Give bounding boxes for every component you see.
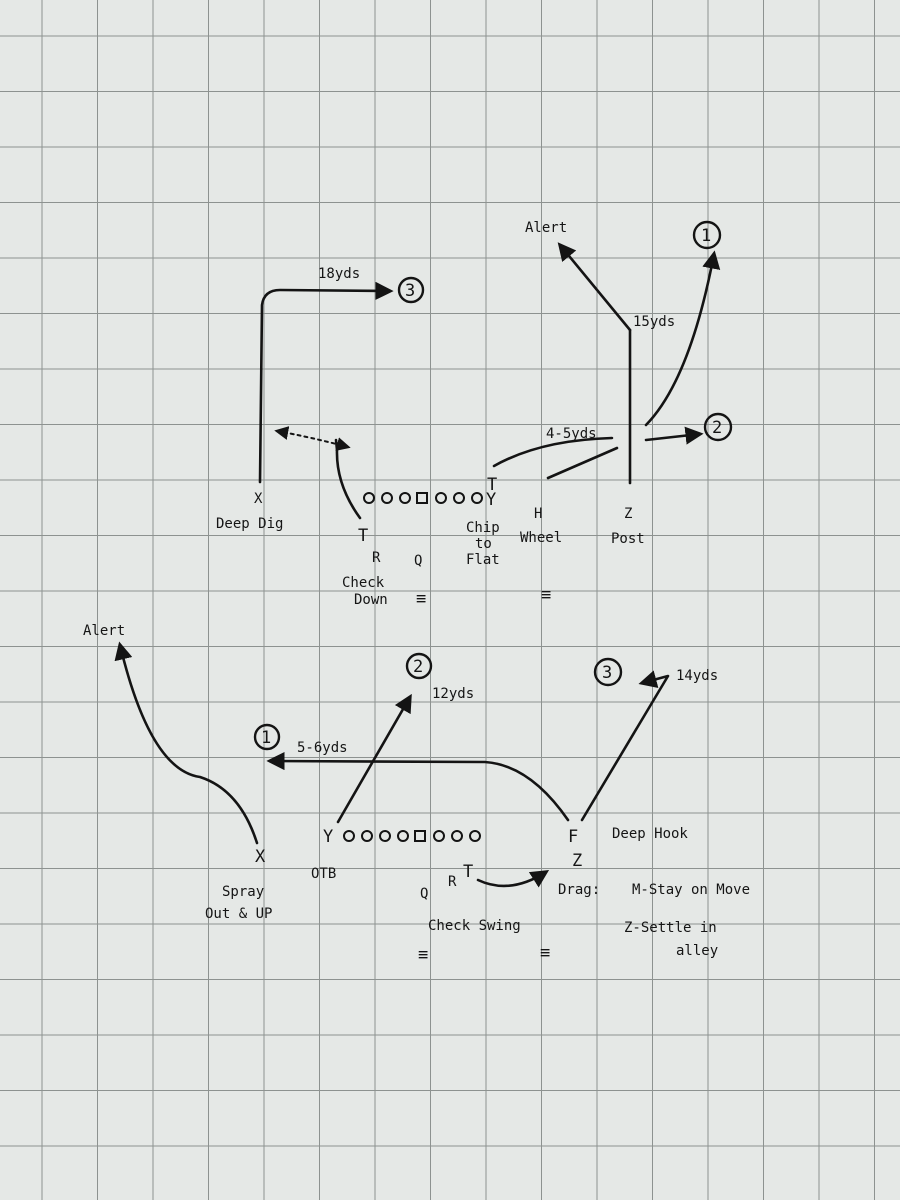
center [416,492,428,504]
motion-path [274,426,351,451]
read-3-circle [593,657,623,687]
read-1-circle [692,220,722,250]
player-z: Z [624,506,632,522]
lineman [381,492,393,504]
read-2-circle [405,652,433,680]
label-check-swing: Check Swing [428,918,521,934]
lineman [433,830,445,842]
alert-branch [557,242,632,332]
label-spray-1: Spray [222,884,264,900]
player-f: F [568,827,578,847]
read-2: 2 [712,418,722,438]
y-block-mark: T [487,475,497,495]
read-2: 2 [413,657,423,677]
r-block-mark: T [463,862,473,882]
lineman [363,492,375,504]
label-15yds: 15yds [633,314,675,330]
read-3: 3 [405,281,415,301]
label-14yds: 14yds [676,668,718,684]
label-18yds: 18yds [318,266,360,282]
label-drag: Drag: [558,882,600,898]
label-check-down-2: Down [354,592,388,608]
lineman [435,492,447,504]
label-alert: Alert [83,623,125,639]
h-wheel-route [546,446,619,480]
read-3: 3 [602,663,612,683]
offensive-line-2 [343,830,481,842]
marks-left: ≡ [418,945,428,965]
y-chip-flat-route [492,436,614,468]
read-1-circle [253,723,281,751]
x-deep-dig-route [258,281,394,484]
post-branch-1 [644,250,721,427]
label-check-down-1: Check [342,575,385,591]
z-14yds-route [580,670,670,822]
r-block-mark: T [358,526,368,546]
label-otb: OTB [311,866,336,882]
player-y: Y [323,827,333,847]
post-branch-2 [644,426,704,445]
label-chip-2: to [475,536,492,552]
center [414,830,426,842]
play-1: X R Q Y H Z T T 3 1 2 Deep Dig Check Dow… [216,220,733,609]
f-5-6yds-route [266,751,570,822]
label-spray-2: Out & UP [205,906,272,922]
lineman [343,830,355,842]
lineman [453,492,465,504]
offensive-line-1 [363,492,483,504]
lineman [397,830,409,842]
label-5-6yds: 5-6yds [297,740,348,756]
player-y: Y [486,490,496,510]
player-r: R [372,550,381,566]
lineman [471,492,483,504]
read-1: 1 [701,226,711,246]
player-h: H [534,506,542,522]
lineman [451,830,463,842]
label-12yds: 12yds [432,686,474,702]
read-3-circle [397,276,425,304]
read-2-circle [703,412,733,442]
label-chip-1: Chip [466,520,500,536]
label-chip-3: Flat [466,552,500,568]
lineman [469,830,481,842]
label-deep-hook: Deep Hook [612,826,688,842]
r-check-swing-route [476,870,550,888]
player-x: X [254,491,263,507]
x-spray-route [114,641,259,845]
player-x: X [255,847,266,867]
marks-right: ≡ [540,943,550,963]
label-deep-dig: Deep Dig [216,516,283,532]
label-alert: Alert [525,220,567,236]
player-r: R [448,874,457,890]
read-1: 1 [261,728,271,748]
label-post: Post [611,531,645,547]
label-wheel: Wheel [520,530,562,546]
player-q: Q [420,886,428,902]
lineman [361,830,373,842]
player-z: Z [572,851,582,871]
play-2: X Y Q R T F Z 2 1 3 Alert 12yds 14yds 5-… [83,623,750,965]
label-4-5yds: 4-5yds [546,426,597,442]
marks-right: ≡ [541,585,551,605]
player-q: Q [414,553,422,569]
lineman [399,492,411,504]
label-z-note-2: alley [676,943,718,959]
label-z-note-1: Z-Settle in [624,920,717,936]
label-m-note: M-Stay on Move [632,882,750,898]
r-check-down-route [334,438,362,520]
y-12yds-route [336,693,412,824]
marks-left: ≡ [416,589,426,609]
lineman [379,830,391,842]
